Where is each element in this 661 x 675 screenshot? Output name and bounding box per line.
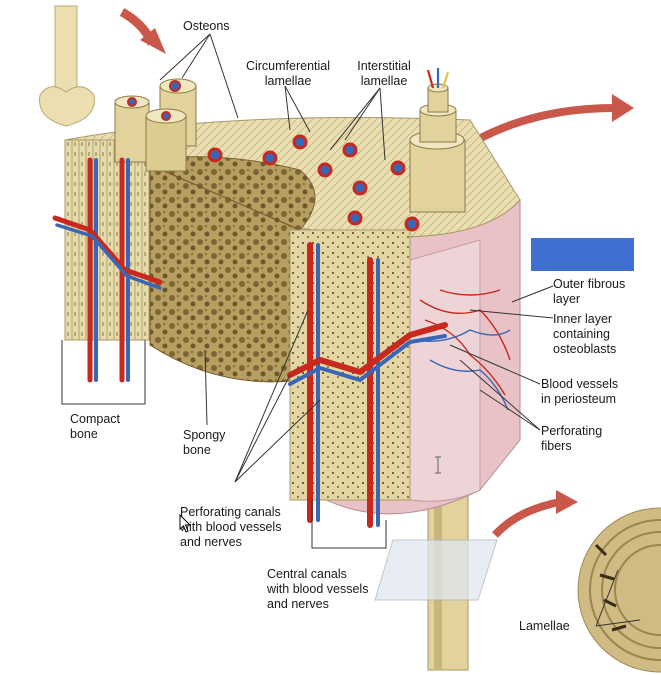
label-outer-fibrous-layer: Outer fibrous layer <box>553 277 626 306</box>
label-compact-bone: Compact bone <box>70 412 121 441</box>
label-osteons: Osteons <box>183 19 230 33</box>
central-vessel-top <box>426 68 450 89</box>
label-lamellae: Lamellae <box>519 619 570 633</box>
lamellae-magnified <box>577 507 661 673</box>
text-cursor-icon <box>435 456 441 474</box>
label-circumferential-lamellae: Circumferential lamellae <box>245 59 331 88</box>
label-central-canals: Central canals with blood vessels and ne… <box>267 567 369 611</box>
diaphysis-shaft <box>374 469 498 671</box>
left-cut-face <box>64 139 151 341</box>
label-blood-vessels-periosteum: Blood vessels in periosteum <box>541 377 619 406</box>
leader-lines <box>61 33 641 627</box>
label-inner-layer: Inner layer containing osteoblasts <box>553 312 617 356</box>
highlight-box <box>531 238 634 271</box>
label-perforating-fibers: Perforating fibers <box>541 424 603 453</box>
move-cursor-icon <box>179 514 192 533</box>
label-perforating-canals: Perforating canals with blood vessels an… <box>180 505 282 549</box>
front-vessels <box>287 242 448 528</box>
long-bone-thumbnail <box>39 5 95 127</box>
osteon-sections <box>127 80 420 232</box>
left-vessels <box>52 157 163 383</box>
lower-arrow <box>492 498 561 538</box>
label-interstitial-lamellae: Interstitial lamellae <box>357 59 411 88</box>
label-spongy-bone: Spongy bone <box>183 428 226 457</box>
